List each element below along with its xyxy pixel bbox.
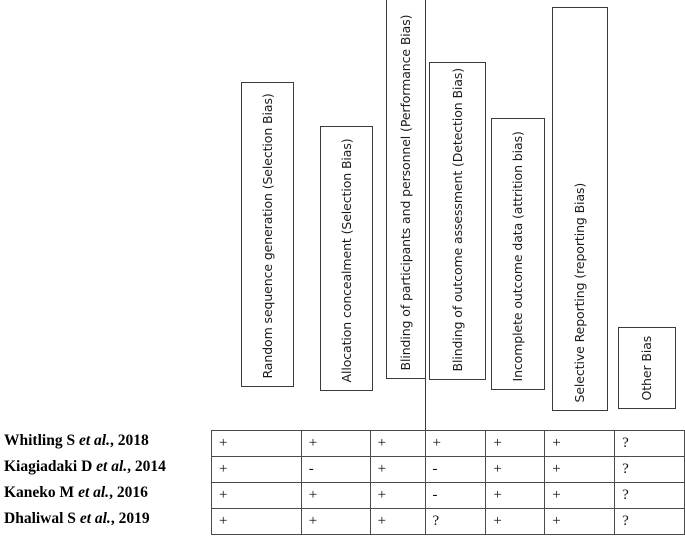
- judgement-cell-selective-reporting: +: [544, 456, 616, 483]
- study-label: Dhaliwal S et al., 2019: [0, 506, 205, 532]
- judgement-row: +++-++?: [211, 482, 685, 509]
- column-header-incomplete-outcome-data: Incomplete outcome data (attrition bias): [491, 118, 545, 390]
- judgement-cell-other-bias: ?: [614, 456, 685, 483]
- column-header-text: Random sequence generation (Selection Bi…: [259, 92, 275, 378]
- column-header-text: Incomplete outcome data (attrition bias): [509, 130, 525, 381]
- judgement-cell-blinding-participants-personnel: +: [369, 482, 426, 509]
- study-etal: et al.: [96, 458, 128, 475]
- judgement-cell-allocation-concealment: +: [300, 430, 371, 457]
- judgement-row: +++?++?: [211, 508, 685, 535]
- column-header-label: Random sequence generation (Selection Bi…: [255, 93, 274, 378]
- study-label: Kaneko M et al., 2016: [0, 480, 205, 506]
- judgement-cell-blinding-participants-personnel: +: [369, 430, 426, 457]
- judgement-grid: ++++++?+-+-++?+++-++?+++?++?: [211, 430, 685, 535]
- study-author: Kaneko M: [4, 484, 79, 501]
- column-header-blinding-outcome-assessment: Blinding of outcome assessment (Detectio…: [429, 62, 486, 380]
- judgement-cell-blinding-outcome-assessment: -: [424, 482, 487, 509]
- study-year: , 2014: [127, 458, 166, 475]
- judgement-cell-blinding-participants-personnel: +: [369, 508, 426, 535]
- column-header-label: Selective Reporting (reporting Bias): [568, 182, 587, 402]
- column-header-blinding-participants-personnel: Blinding of participants and personnel (…: [386, 0, 426, 379]
- judgement-cell-other-bias: ?: [614, 508, 685, 535]
- judgement-cell-selective-reporting: +: [544, 430, 616, 457]
- judgement-cell-other-bias: ?: [614, 482, 685, 509]
- column-header-allocation-concealment: Allocation concealment (Selection Bias): [320, 126, 373, 391]
- study-etal: et al.: [78, 484, 110, 501]
- column-header-label: Incomplete outcome data (attrition bias): [506, 131, 525, 381]
- study-year: , 2019: [110, 510, 150, 527]
- column-header-other-bias: Other Bias: [618, 327, 676, 409]
- column-header-text: Blinding of participants and personnel (…: [397, 14, 413, 370]
- column-header-label: Allocation concealment (Selection Bias): [334, 138, 353, 382]
- column-header-random-sequence-generation: Random sequence generation (Selection Bi…: [241, 82, 294, 387]
- judgement-cell-blinding-outcome-assessment: +: [424, 430, 487, 457]
- column-header-label: Blinding of outcome assessment (Detectio…: [445, 67, 464, 371]
- judgement-cell-random-sequence-generation: +: [211, 508, 302, 535]
- column-header-label: Blinding of participants and personnel (…: [394, 14, 413, 370]
- judgement-cell-allocation-concealment: +: [300, 482, 371, 509]
- judgement-cell-blinding-participants-personnel: +: [369, 456, 426, 483]
- study-etal: et al.: [78, 432, 110, 449]
- judgement-cell-blinding-outcome-assessment: -: [424, 456, 487, 483]
- study-author: Kiagiadaki D: [4, 458, 97, 475]
- column-header-text: Allocation concealment (Selection Bias): [338, 137, 354, 382]
- judgement-cell-incomplete-outcome-data: +: [485, 456, 546, 483]
- judgement-cell-incomplete-outcome-data: +: [485, 508, 546, 535]
- study-year: , 2016: [109, 484, 148, 501]
- judgement-cell-blinding-outcome-assessment: ?: [424, 508, 487, 535]
- study-label: Kiagiadaki D et al., 2014: [0, 454, 205, 480]
- study-etal: et al.: [79, 510, 111, 527]
- judgement-cell-allocation-concealment: -: [300, 456, 371, 483]
- judgement-cell-allocation-concealment: +: [300, 508, 371, 535]
- judgement-cell-incomplete-outcome-data: +: [485, 430, 546, 457]
- column-header-label: Other Bias: [635, 335, 654, 400]
- study-year: , 2018: [109, 432, 149, 449]
- column-header-text: Other Bias: [638, 335, 654, 400]
- column-header-selective-reporting: Selective Reporting (reporting Bias): [552, 7, 608, 411]
- column-header-text: Blinding of outcome assessment (Detectio…: [449, 67, 465, 371]
- judgement-row: +-+-++?: [211, 456, 685, 483]
- column-header-text: Selective Reporting (reporting Bias): [571, 182, 587, 402]
- judgement-cell-incomplete-outcome-data: +: [485, 482, 546, 509]
- judgement-row: ++++++?: [211, 430, 685, 457]
- performance-bias-connector-line: [424, 379, 426, 431]
- study-label: Whitling S et al., 2018: [0, 428, 205, 454]
- judgement-cell-selective-reporting: +: [544, 508, 616, 535]
- judgement-cell-random-sequence-generation: +: [211, 430, 302, 457]
- study-author: Whitling S: [4, 432, 79, 449]
- judgement-cell-random-sequence-generation: +: [211, 482, 302, 509]
- judgement-cell-selective-reporting: +: [544, 482, 616, 509]
- judgement-cell-other-bias: ?: [614, 430, 685, 457]
- study-author: Dhaliwal S: [4, 510, 80, 527]
- judgement-cell-random-sequence-generation: +: [211, 456, 302, 483]
